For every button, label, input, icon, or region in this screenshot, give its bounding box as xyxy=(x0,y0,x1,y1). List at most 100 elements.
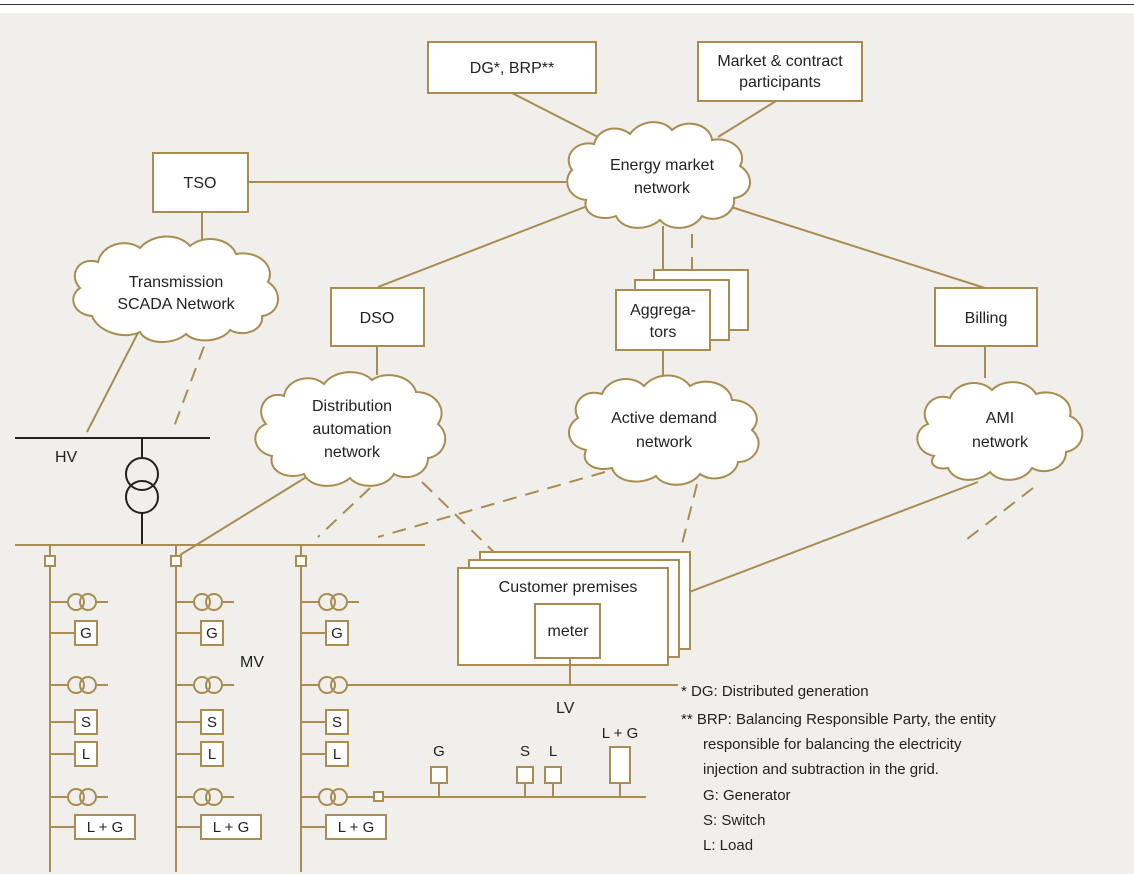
dg-brp-box xyxy=(427,41,597,94)
g-box xyxy=(74,620,98,646)
aggregators-box-front xyxy=(615,289,711,351)
billing-label: Billing xyxy=(965,310,1008,327)
lg-label: L + G xyxy=(87,819,124,836)
l-label: L xyxy=(333,746,341,763)
dash-active-mv xyxy=(377,471,606,538)
g-label: G xyxy=(80,625,92,642)
distribution-automation-cloud: Distribution automation network xyxy=(254,371,447,487)
lv-label: LV xyxy=(556,700,575,717)
l-box xyxy=(200,741,224,767)
hv-section: HV xyxy=(15,437,210,545)
ami-cloud-shape xyxy=(916,381,1084,481)
energy-market-cloud-shape xyxy=(566,121,751,229)
ami-label-line2: network xyxy=(972,434,1029,451)
legend-brp-line3: injection and subtraction in the grid. xyxy=(703,761,939,778)
link-energy-billing xyxy=(727,205,986,289)
active-demand-cloud: Active demand network xyxy=(568,374,760,486)
aggregators-label-line1: Aggrega- xyxy=(630,302,696,319)
dashed-connectors xyxy=(171,234,1034,561)
lg-label: L + G xyxy=(213,819,250,836)
dash-distribution-customer xyxy=(421,481,503,561)
aggregators-label-line2: tors xyxy=(650,324,677,341)
transmission-label-line1: Transmission xyxy=(129,274,224,291)
mv-feeder-1: G S L L + G xyxy=(44,545,136,872)
mv-section: MV xyxy=(15,544,425,671)
lg-box xyxy=(74,814,136,840)
transformer-coil xyxy=(67,676,85,694)
active-demand-label-line2: network xyxy=(636,434,693,451)
legend-brp-line2: responsible for balancing the electricit… xyxy=(703,736,962,753)
s-label: S xyxy=(207,714,217,731)
l-label: L xyxy=(82,746,90,763)
legend-load: L: Load xyxy=(703,837,753,854)
market-participants-node: Market & contract participants xyxy=(697,41,863,102)
link-market-energy xyxy=(717,100,777,138)
lv-network: LV G S L L + G xyxy=(373,700,646,802)
legend-generator: G: Generator xyxy=(703,787,791,804)
transformer-coil xyxy=(193,788,211,806)
lv-g-box xyxy=(430,766,448,784)
legend-brp-line1: ** BRP: Balancing Responsible Party, the… xyxy=(681,711,996,728)
transformer-coil xyxy=(330,593,348,611)
billing-box xyxy=(934,287,1038,347)
lv-s-box xyxy=(516,766,534,784)
dso-box xyxy=(330,287,425,347)
distribution-label-line1: Distribution xyxy=(312,398,392,415)
hv-transformer-coil-top xyxy=(125,457,159,491)
aggregators-node: Aggrega- tors xyxy=(615,269,749,351)
ami-cloud: AMI network xyxy=(916,381,1084,481)
mv-feeder-3: G S L L + G xyxy=(295,545,678,872)
transformer-coil xyxy=(205,676,223,694)
l-box xyxy=(325,741,349,767)
market-participants-box xyxy=(697,41,863,102)
transmission-label-line2: SCADA Network xyxy=(117,296,235,313)
transformer-coil xyxy=(318,676,336,694)
transformer-coil xyxy=(205,788,223,806)
lv-l-box xyxy=(544,766,562,784)
lg-box xyxy=(325,814,387,840)
transformer-coil xyxy=(330,676,348,694)
l-box xyxy=(74,741,98,767)
feeder-breaker xyxy=(44,555,56,567)
g-box xyxy=(325,620,349,646)
g-label: G xyxy=(331,625,343,642)
link-dg-energy xyxy=(511,92,601,139)
dso-label: DSO xyxy=(360,310,395,327)
link-distribution-mv xyxy=(179,475,309,556)
lv-lg-label: L + G xyxy=(602,725,639,742)
ami-label-line1: AMI xyxy=(986,410,1014,427)
active-demand-cloud-shape xyxy=(568,374,760,486)
s-box xyxy=(74,709,98,735)
meter-label: meter xyxy=(548,623,590,640)
energy-market-cloud: Energy market network xyxy=(566,121,751,229)
tso-node: TSO xyxy=(152,152,249,213)
feeder-breaker xyxy=(170,555,182,567)
market-label-line2: participants xyxy=(739,74,821,91)
lv-g-label: G xyxy=(433,743,445,760)
transformer-coil xyxy=(79,676,97,694)
dash-ami-lv xyxy=(961,487,1034,544)
energy-market-label-line2: network xyxy=(634,180,691,197)
customer-premises-label: Customer premises xyxy=(499,579,638,596)
hv-label: HV xyxy=(55,449,78,466)
dso-node: DSO xyxy=(330,287,425,347)
s-label: S xyxy=(332,714,342,731)
dash-transmission-hv xyxy=(171,324,213,433)
mv-label: MV xyxy=(240,654,264,671)
lv-breaker xyxy=(373,791,384,802)
l-label: L xyxy=(208,746,216,763)
s-box xyxy=(200,709,224,735)
tso-label: TSO xyxy=(184,175,217,192)
s-box xyxy=(325,709,349,735)
active-demand-label-line1: Active demand xyxy=(611,410,717,427)
lg-box xyxy=(200,814,262,840)
transformer-coil xyxy=(79,788,97,806)
meter-box xyxy=(534,603,601,659)
transformer-coil xyxy=(193,593,211,611)
distribution-label-line3: network xyxy=(324,444,381,461)
transformer-coil xyxy=(330,788,348,806)
link-energy-dso xyxy=(377,204,591,288)
dash-active-customer xyxy=(679,483,698,553)
